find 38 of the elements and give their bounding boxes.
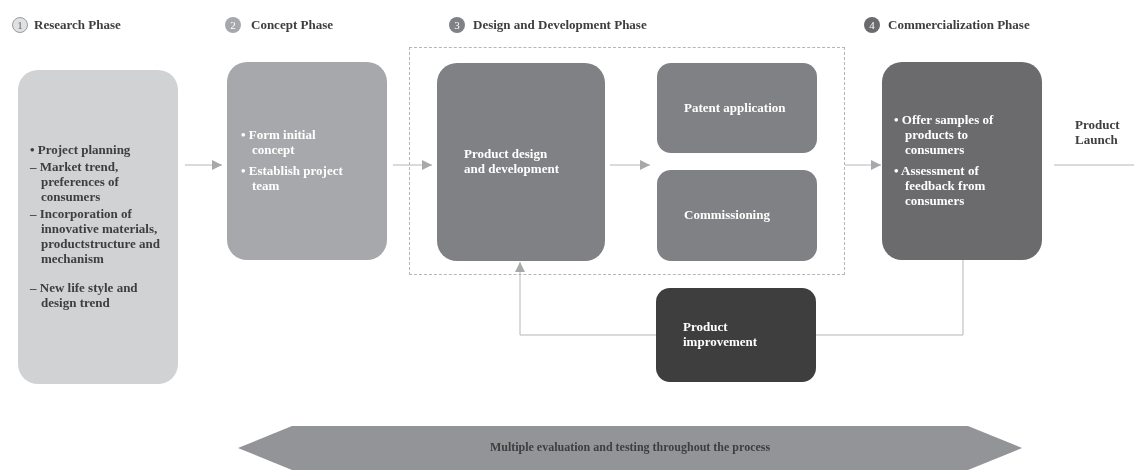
arrow <box>184 160 223 170</box>
arrow <box>844 160 882 170</box>
arrow <box>392 160 433 170</box>
phase-card <box>882 62 1042 260</box>
node-text: • Assessment of feedback from consumers <box>894 164 987 209</box>
process-box <box>657 170 817 261</box>
double-arrow-band <box>238 426 1022 470</box>
step-number: 2 <box>225 17 241 33</box>
phase-heading: Design and Development Phase <box>473 16 647 34</box>
phase-heading: Research Phase <box>34 16 121 34</box>
node-text: • Establish project team <box>241 164 344 194</box>
step-number: 4 <box>864 17 880 33</box>
node-text: Product design and development <box>463 147 560 177</box>
feedback-box <box>656 288 816 382</box>
connector-line <box>815 259 964 336</box>
phase-heading: Commercialization Phase <box>888 16 1030 34</box>
node-text: Patent application <box>683 100 787 116</box>
box-frame <box>409 47 845 275</box>
phase-card <box>18 70 178 384</box>
node-text: – New life style and design trend <box>30 280 139 311</box>
connector-line <box>1053 164 1134 166</box>
arrow <box>609 160 651 170</box>
node-text: – Market trend, preferences of consumers <box>30 160 120 206</box>
node-text: • Form initial concept <box>241 128 317 158</box>
node-text: • Project planning <box>30 143 132 159</box>
phase-card <box>227 62 387 260</box>
node-text: Product improvement <box>682 320 756 350</box>
node-text: – Incorporation of innovative materials, productstructure and mechanism <box>30 207 162 267</box>
phase-heading: Concept Phase <box>251 16 333 34</box>
step-number: 1 <box>12 17 28 33</box>
node-text: Commissioning <box>683 208 771 223</box>
process-box <box>437 63 605 261</box>
node-label: Product Launch <box>1074 118 1121 148</box>
process-box <box>657 63 817 153</box>
band-label: Multiple evaluation and testing throughout the process <box>489 441 771 455</box>
step-number: 3 <box>449 17 465 33</box>
arrow <box>515 261 657 336</box>
node-text: • Offer samples of products to consumers <box>894 113 995 158</box>
